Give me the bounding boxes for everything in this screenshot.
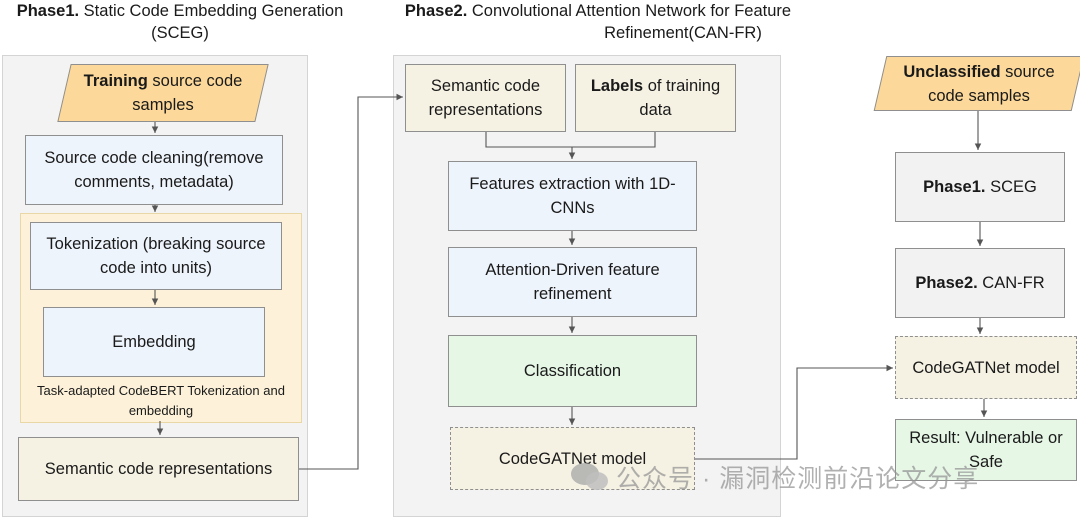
phase2-semantic-label: Semantic code representations <box>428 77 543 119</box>
phase1-title-bold: Phase1. <box>16 2 80 20</box>
labels-line2: data <box>639 101 672 119</box>
phase2-model-box: CodeGATNet model <box>450 427 695 490</box>
labels-rest: of training <box>643 77 721 95</box>
phase3-sceg-bold: Phase1. <box>923 178 986 196</box>
phase3-sceg-box: Phase1. SCEG <box>895 152 1065 222</box>
phase1-semantic-box: Semantic code representations <box>18 437 299 501</box>
phase2-title-rest: Convolutional Attention Network for Feat… <box>467 2 792 20</box>
labels-box: Labels of training data <box>575 64 736 132</box>
source-cleaning-label: Source code cleaning(remove comments, me… <box>44 149 264 191</box>
unclassified-bold: Unclassified <box>903 62 1001 81</box>
training-rest: source code <box>147 72 243 90</box>
watermark-text: 公众号 · 漏洞检测前沿论文分享 <box>616 465 980 493</box>
phase1-semantic-label: Semantic code representations <box>44 460 273 478</box>
source-cleaning-box: Source code cleaning(remove comments, me… <box>25 135 283 205</box>
phase2-title-line2: Refinement(CAN-FR) <box>604 24 762 42</box>
phase3-model-label: CodeGATNet model <box>912 358 1060 377</box>
phase2-title-bold: Phase2. <box>404 2 468 20</box>
attention-box: Attention-Driven feature refinement <box>448 247 697 317</box>
classification-label: Classification <box>523 362 622 380</box>
training-line2: samples <box>132 96 194 114</box>
unclassified-samples-input: Unclassified source code samples <box>873 56 1080 111</box>
training-samples-input: Training source code samples <box>57 64 269 122</box>
attention-label: Attention-Driven feature refinement <box>485 261 660 303</box>
embedding-box: Embedding <box>43 307 265 377</box>
unclassified-line2: code samples <box>928 86 1030 105</box>
classification-box: Classification <box>448 335 697 407</box>
codebert-caption-text: Task-adapted CodeBERT Tokenization and e… <box>37 383 285 418</box>
phase3-sceg-rest: SCEG <box>985 178 1037 196</box>
phase3-model-box: CodeGATNet model <box>895 336 1077 399</box>
phase1-title-rest: Static Code Embedding Generation <box>79 2 344 20</box>
phase2-semantic-box: Semantic code representations <box>405 64 566 132</box>
phase3-canfr-rest: CAN-FR <box>977 274 1045 292</box>
unclassified-rest: source <box>1000 62 1055 81</box>
result-box: Result: Vulnerable or Safe <box>895 419 1077 481</box>
phase2-title: Phase2. Convolutional Attention Network … <box>368 0 828 44</box>
wechat-icon <box>571 463 608 490</box>
tokenization-box: Tokenization (breaking source code into … <box>30 222 282 290</box>
features-box: Features extraction with 1D-CNNs <box>448 161 697 231</box>
result-label: Result: Vulnerable or Safe <box>909 429 1063 471</box>
codebert-caption: Task-adapted CodeBERT Tokenization and e… <box>30 381 292 421</box>
phase1-title-line2: (SCEG) <box>151 24 209 42</box>
tokenization-label: Tokenization (breaking source code into … <box>46 235 266 277</box>
labels-bold: Labels <box>590 77 644 95</box>
training-bold: Training <box>83 72 148 90</box>
phase3-canfr-bold: Phase2. <box>915 274 978 292</box>
features-label: Features extraction with 1D-CNNs <box>469 175 676 217</box>
phase2-model-label: CodeGATNet model <box>498 449 647 468</box>
phase1-title: Phase1. Static Code Embedding Generation… <box>0 0 360 44</box>
embedding-label: Embedding <box>112 333 196 351</box>
phase3-canfr-box: Phase2. CAN-FR <box>895 248 1065 318</box>
